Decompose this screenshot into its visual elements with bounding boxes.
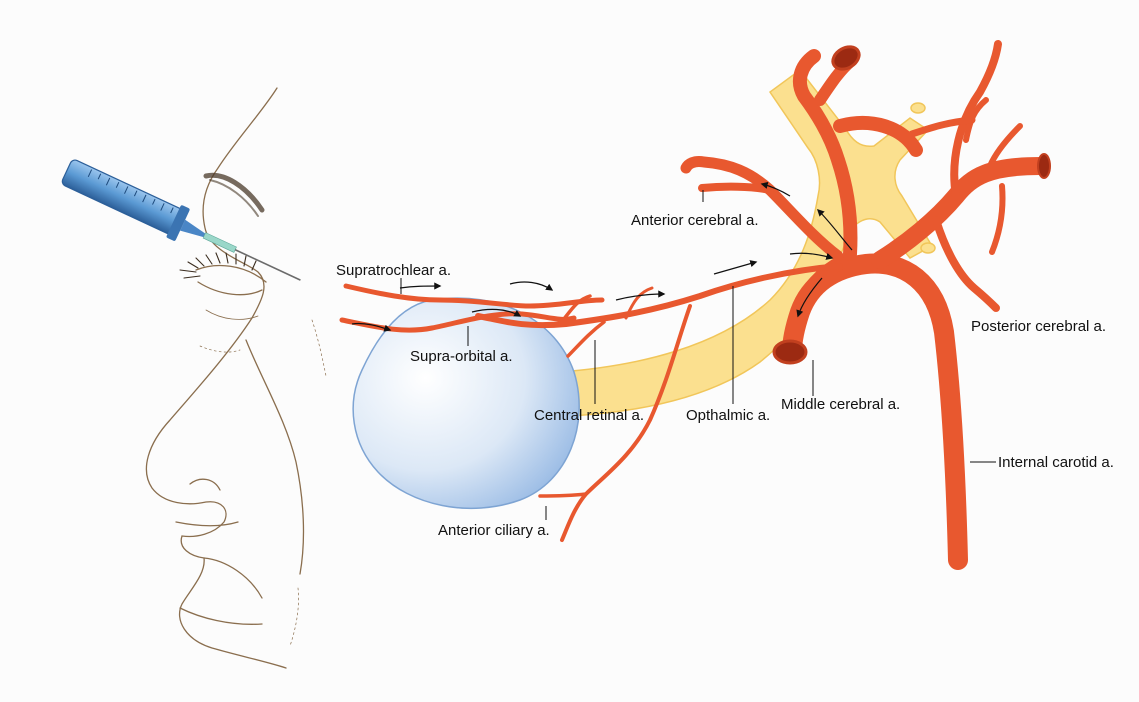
label-supratrochlear: Supratrochlear a. bbox=[336, 262, 451, 280]
label-posterior-cerebral: Posterior cerebral a. bbox=[971, 318, 1106, 336]
label-middle-cerebral: Middle cerebral a. bbox=[781, 396, 900, 414]
label-supra-orbital: Supra-orbital a. bbox=[410, 348, 513, 366]
label-opthalmic: Opthalmic a. bbox=[686, 407, 770, 425]
label-anterior-cerebral: Anterior cerebral a. bbox=[631, 212, 759, 230]
label-internal-carotid: Internal carotid a. bbox=[998, 454, 1114, 472]
label-central-retinal: Central retinal a. bbox=[534, 407, 644, 425]
face-profile-icon bbox=[146, 88, 326, 668]
label-anterior-ciliary: Anterior ciliary a. bbox=[438, 522, 550, 540]
syringe-icon bbox=[59, 155, 308, 297]
